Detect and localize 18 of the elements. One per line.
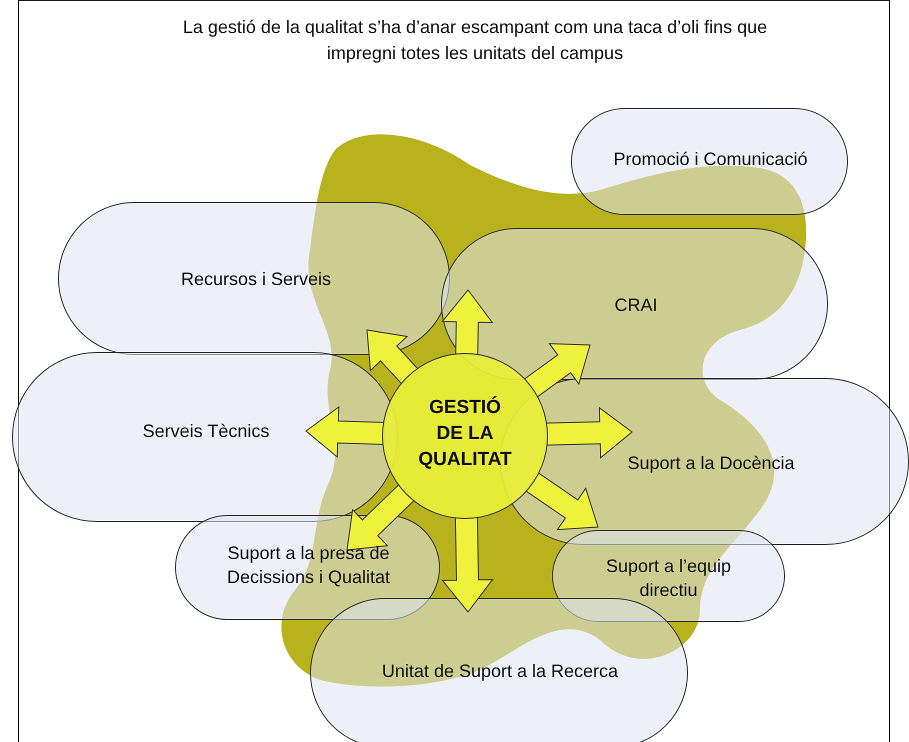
title: La gestió de la qualitat s’ha d’anar escampant com una taca d’oli fins que impregni totes les unitats del campus <box>182 16 768 65</box>
unit-label: CRAI <box>613 294 658 317</box>
block-arrow <box>441 289 494 356</box>
circle-label: GESTIÓ DE LA QUALITAT <box>417 395 513 472</box>
unit-label: Suport a l’equip directiu <box>604 555 732 602</box>
block-arrow <box>441 516 494 613</box>
unit-label: Serveis Tècnics <box>142 420 270 443</box>
block-arrow <box>524 472 599 530</box>
block-arrow <box>545 406 633 459</box>
unit-label: Recursos i Serveis <box>180 268 332 291</box>
unit-label: Suport a la presa de Decissions i Qualitat <box>226 542 392 589</box>
unit-label: Unitat de Suport a la Recerca <box>380 660 620 683</box>
block-arrow <box>305 406 385 458</box>
unit-label: Suport a la Docència <box>626 452 796 475</box>
block-arrow <box>523 343 591 398</box>
block-arrow <box>346 484 416 551</box>
unit-label: Promoció i Comunicació <box>612 148 809 171</box>
block-arrow <box>366 329 419 385</box>
